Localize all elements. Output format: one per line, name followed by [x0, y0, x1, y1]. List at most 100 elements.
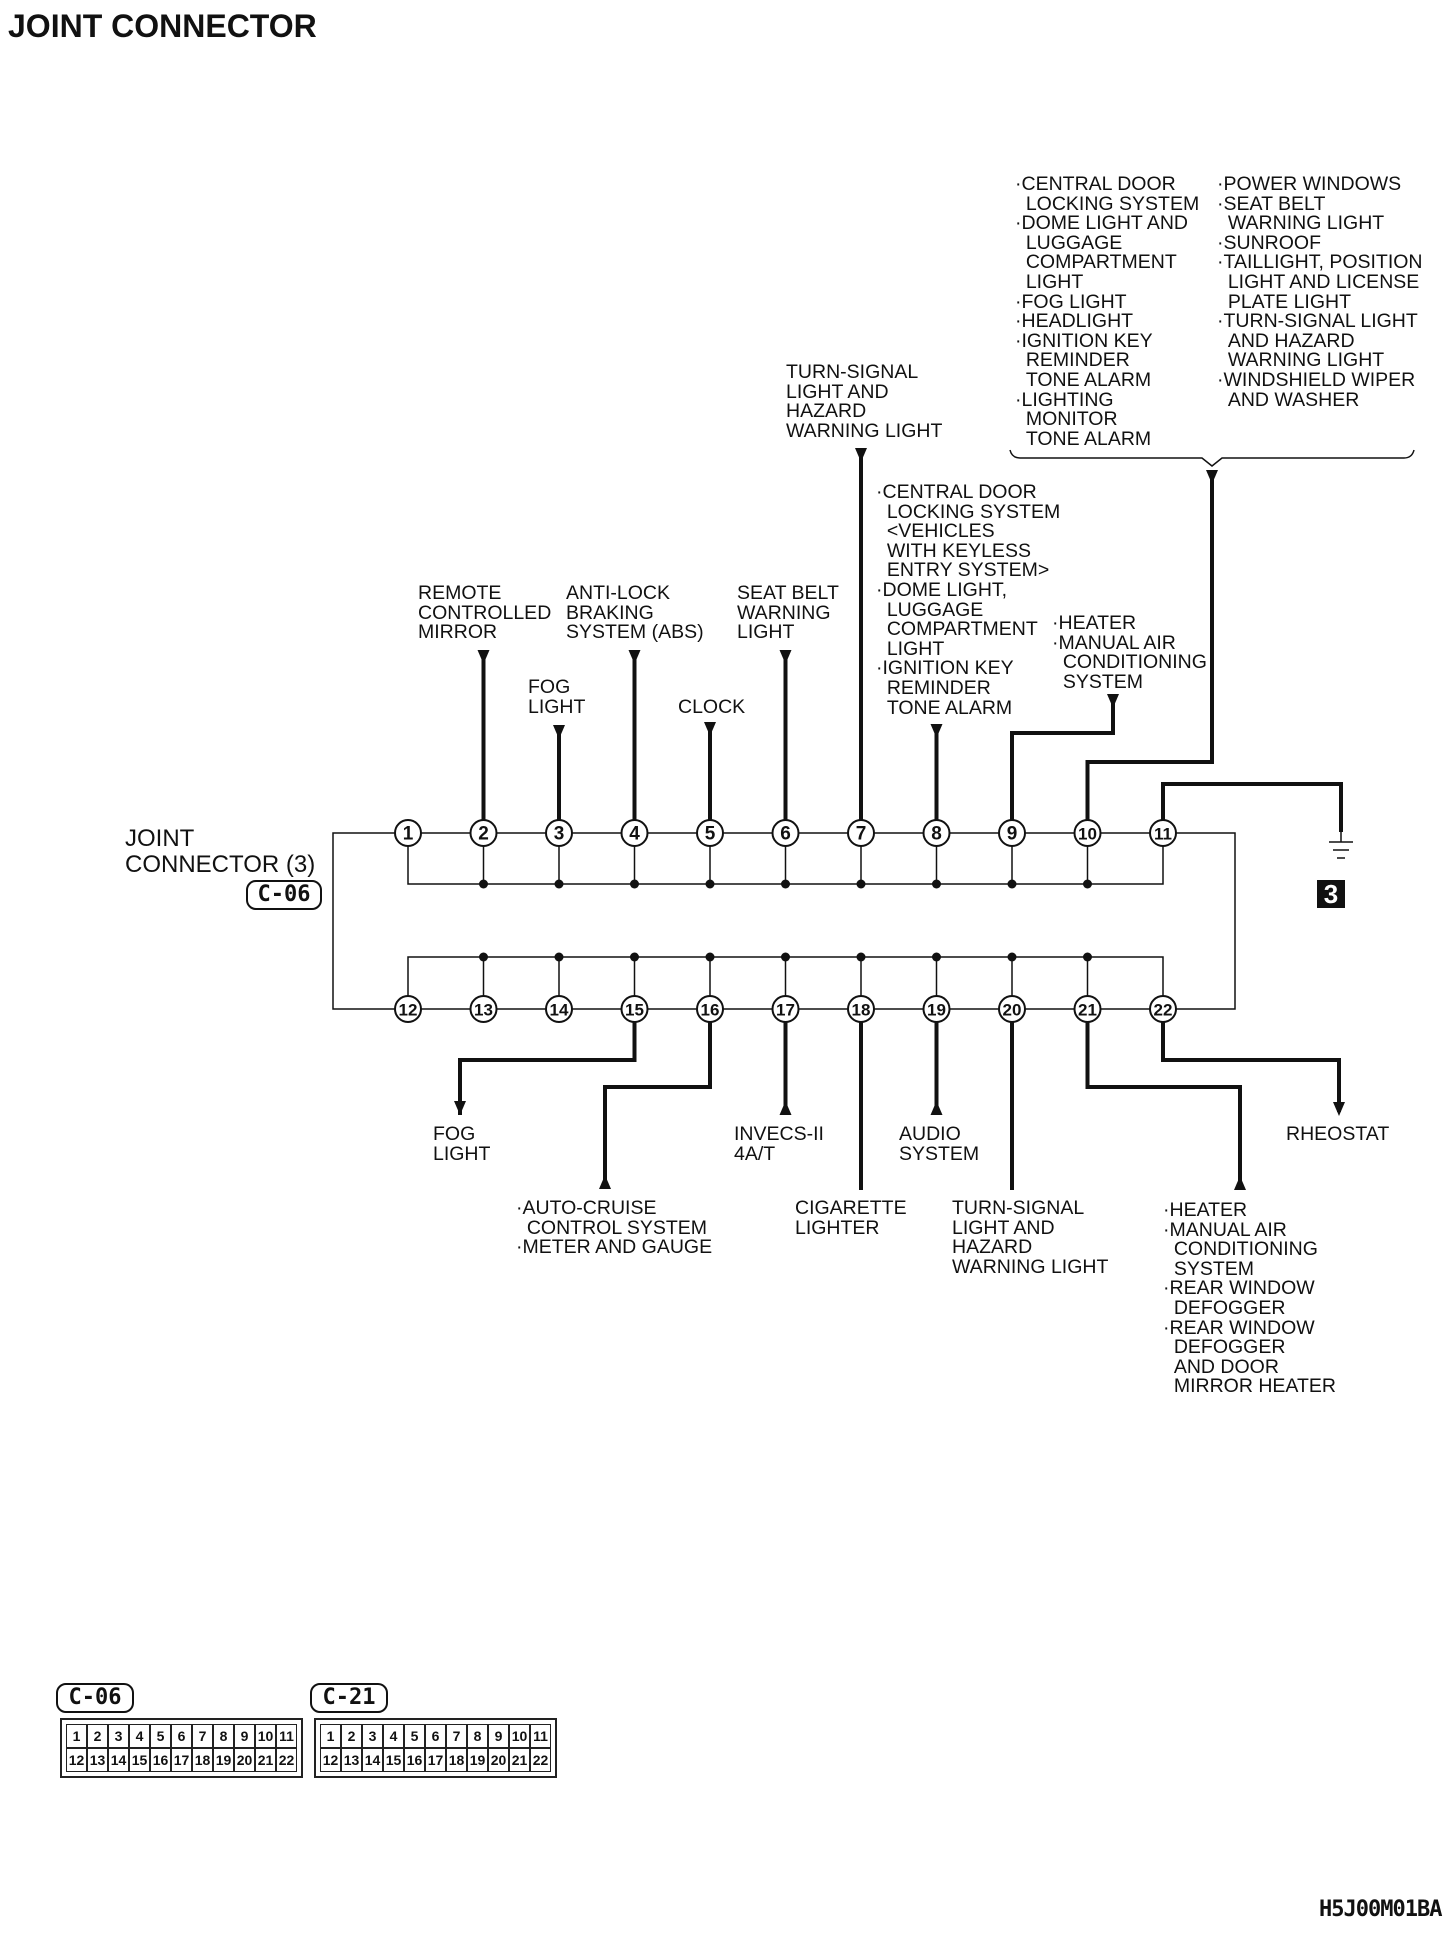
arrow-pin15: [454, 1101, 466, 1115]
label-line: <VEHICLES: [876, 520, 995, 543]
pin-number: 2: [478, 824, 489, 845]
connector-view-pin: 16: [150, 1748, 171, 1772]
label-line: PLATE LIGHT: [1217, 290, 1352, 313]
connector-name-line-1: JOINT: [125, 825, 195, 852]
connector-view-pin: 7: [446, 1724, 467, 1748]
connector-view-pin: 21: [509, 1748, 530, 1772]
connector-outline-left: [332, 832, 396, 1010]
label-line: AND WASHER: [1217, 388, 1360, 411]
label-line: COMPARTMENT: [1015, 251, 1177, 274]
label-line: LIGHT AND: [786, 380, 889, 403]
page-title: JOINT CONNECTOR: [8, 8, 317, 44]
label-line: ·LIGHTING: [1015, 388, 1114, 411]
label-line: AND HAZARD: [1217, 329, 1355, 352]
pin-number: 5: [705, 824, 716, 845]
label-line: ·SUNROOF: [1217, 231, 1321, 254]
label-line: ·REAR WINDOW: [1163, 1316, 1315, 1339]
arrow-pin10: [1206, 470, 1218, 484]
pin-number: 7: [856, 824, 867, 845]
connector-view-pin: 6: [425, 1724, 446, 1748]
connector-view-pin: 19: [213, 1748, 234, 1772]
label-line: TURN-SIGNAL: [786, 361, 919, 383]
label-line: ·DOME LIGHT AND: [1015, 212, 1188, 235]
wire-pin21: [1085, 1022, 1242, 1190]
label-line: SEAT BELT: [737, 582, 839, 604]
junction-dot: [856, 879, 866, 889]
label-line: AUDIO: [899, 1123, 961, 1145]
label-line: LOCKING SYSTEM: [1015, 192, 1200, 215]
label-line: ·CENTRAL DOOR: [876, 481, 1037, 503]
connector-view-pin: 8: [213, 1724, 234, 1748]
arrow-pin7: [855, 448, 867, 462]
pin-circle: [545, 995, 573, 1023]
arrow-pin6: [779, 650, 792, 664]
label-line: CLOCK: [678, 696, 746, 718]
junction-dot: [705, 952, 715, 962]
label-line: WARNING: [737, 601, 831, 624]
wire-pin22: [1161, 1022, 1341, 1112]
connector-view-pin: 14: [108, 1748, 129, 1772]
connector-view-pin: 12: [320, 1748, 341, 1772]
connector-view-pin: 22: [276, 1748, 297, 1772]
arrow-pin16: [599, 1175, 611, 1189]
junction-dot: [630, 879, 639, 889]
junction-dot: [856, 952, 866, 962]
pin-number: 9: [1007, 824, 1018, 845]
arrow-pin5: [704, 722, 716, 736]
connector-view-pin: 2: [87, 1724, 108, 1748]
label-line: 4A/T: [734, 1142, 776, 1165]
pin-circle: [469, 995, 498, 1023]
connector-view-pin: 5: [150, 1724, 171, 1748]
label-line: ·METER AND GAUGE: [516, 1236, 713, 1259]
label-line: SYSTEM (ABS): [566, 621, 704, 644]
connector-view-pin: 20: [488, 1748, 509, 1772]
pin-number: 21: [1078, 1001, 1097, 1020]
label-line: MIRROR HEATER: [1163, 1375, 1336, 1398]
junction-dot: [1007, 879, 1017, 889]
connector-view-pin: 13: [341, 1748, 362, 1772]
label-line: AND DOOR: [1163, 1355, 1279, 1378]
pin-number: 3: [554, 824, 565, 845]
label-line: HAZARD: [786, 400, 867, 423]
junction-dot: [1007, 952, 1017, 962]
label-line: COMPARTMENT: [876, 618, 1038, 641]
junction-dot: [932, 879, 941, 889]
connector-view-pin: 4: [129, 1724, 150, 1748]
label-line: ·IGNITION KEY: [876, 657, 1014, 680]
label-pin21: ·HEATER·MANUAL AIR CONDITIONING SYSTEM·R…: [1163, 1200, 1336, 1398]
connector-view-pin: 12: [66, 1748, 87, 1772]
connector-view-tag-c21: C-21: [310, 1683, 388, 1713]
label-line: LUGGAGE: [876, 598, 984, 621]
junction-dot: [705, 879, 715, 889]
label-line: RHEOSTAT: [1286, 1123, 1390, 1145]
connector-view-pin: 13: [87, 1748, 108, 1772]
connector-view-pin: 2: [341, 1724, 362, 1748]
arrow-pin8: [930, 724, 943, 738]
label-line: LIGHT: [528, 695, 586, 718]
arrow-pin3: [553, 725, 565, 739]
label-line: ·WINDSHIELD WIPER: [1217, 368, 1416, 391]
label-pin22: RHEOSTAT: [1286, 1123, 1390, 1145]
label-line: ·HEADLIGHT: [1015, 310, 1134, 333]
pin-number: 4: [629, 824, 640, 845]
bracket-pin10: [1009, 449, 1415, 467]
connector-view-pin: 3: [362, 1724, 383, 1748]
connector-view-pin: 17: [425, 1748, 446, 1772]
label-line: REMOTE: [418, 582, 502, 604]
arrow-pin21: [1234, 1176, 1246, 1190]
label-line: HAZARD: [952, 1236, 1033, 1259]
label-line: REMINDER: [876, 676, 991, 699]
label-line: DEFOGGER: [1163, 1336, 1286, 1359]
connector-view-pin: 9: [488, 1724, 509, 1748]
label-line: ·DOME LIGHT,: [876, 578, 1008, 601]
label-line: ·SEAT BELT: [1217, 192, 1326, 215]
